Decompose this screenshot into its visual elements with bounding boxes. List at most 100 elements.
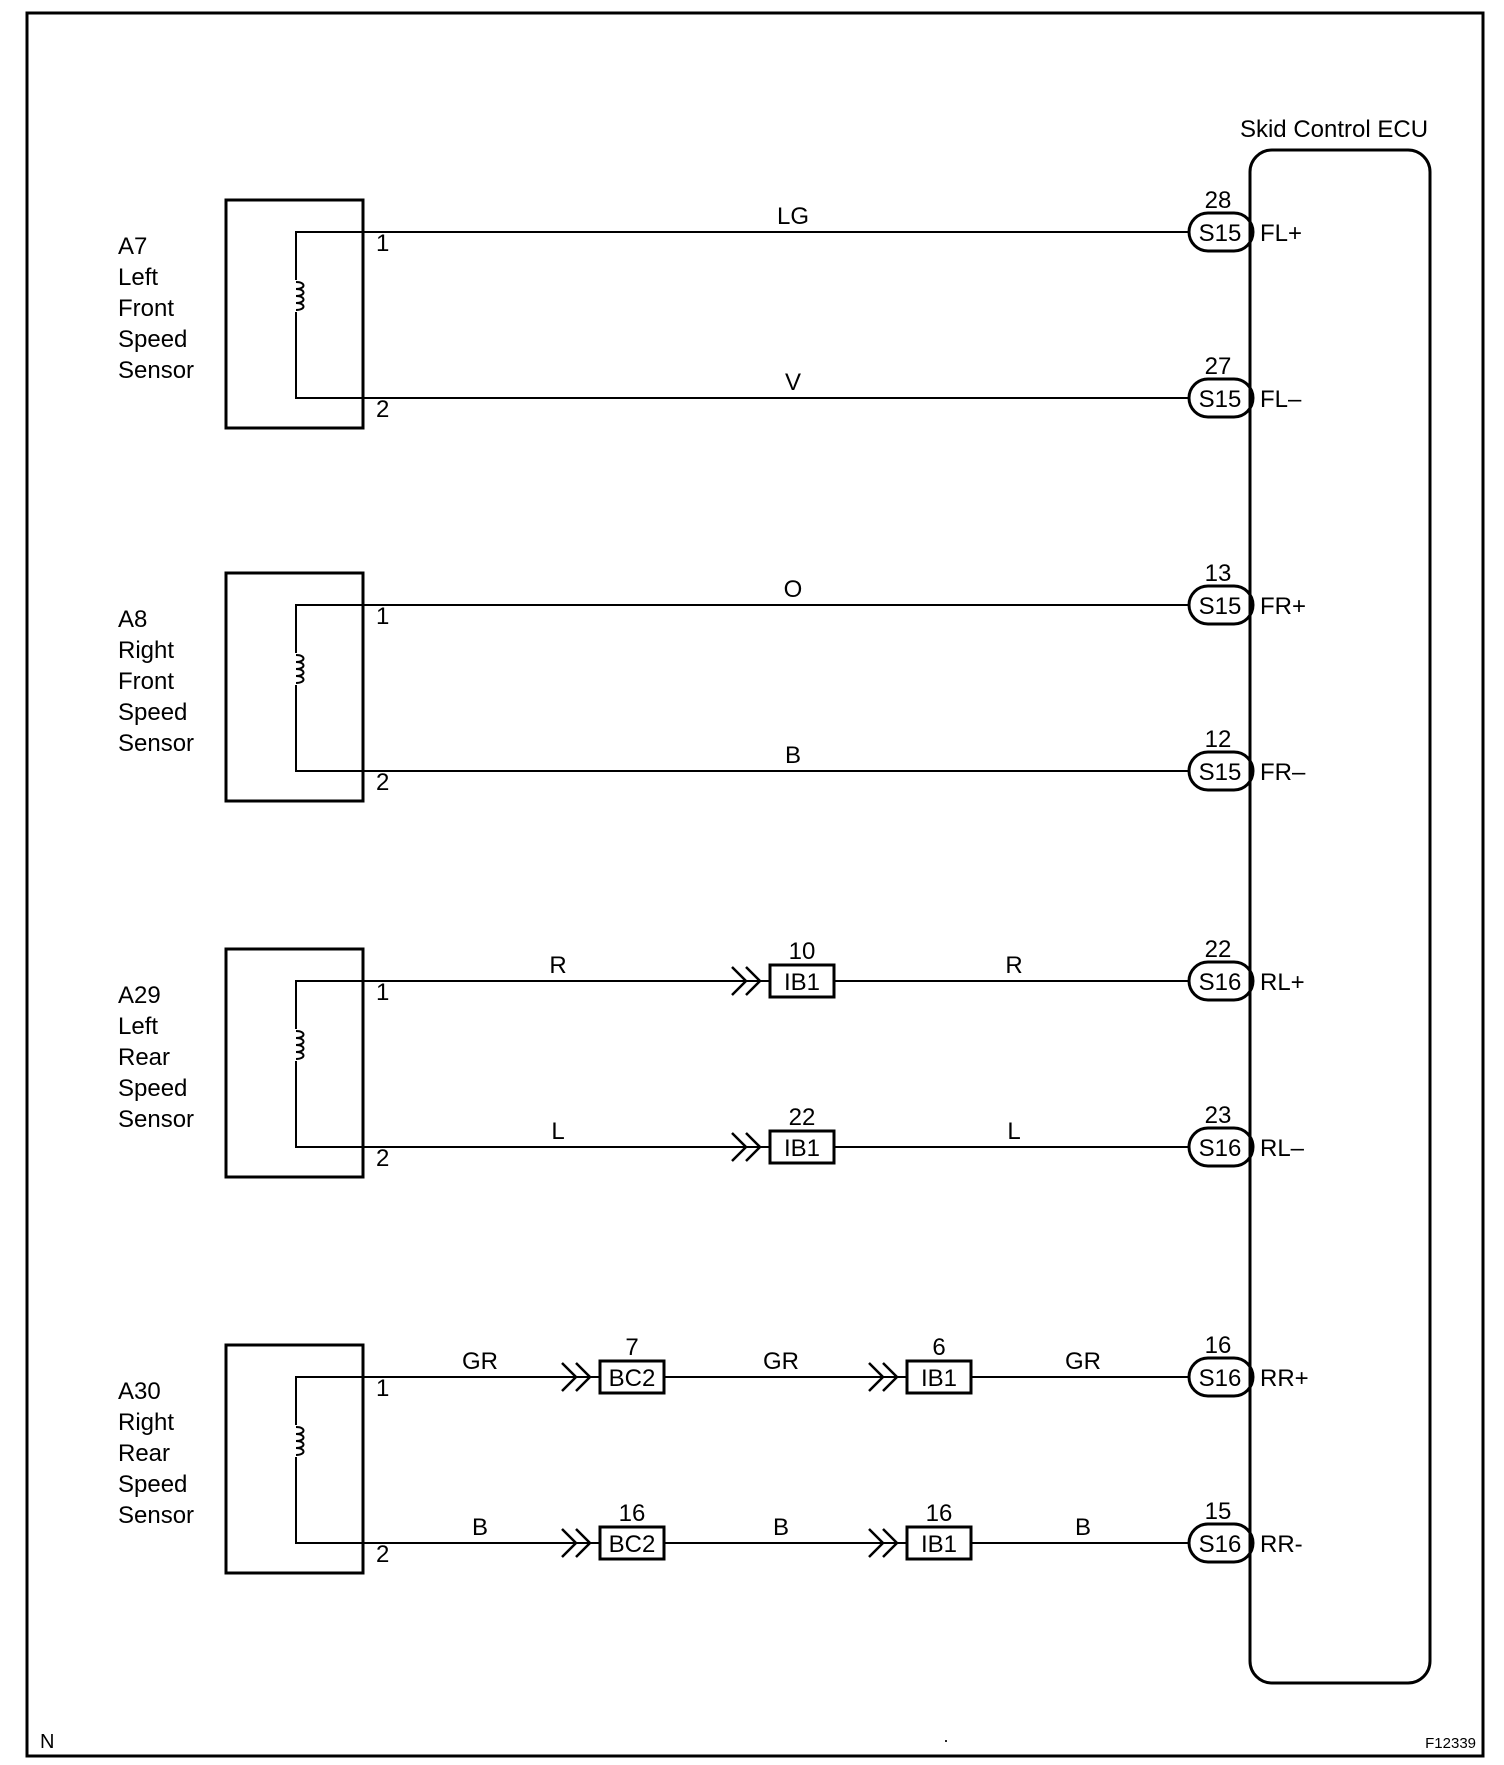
ecu-signal-label: FR+ — [1260, 593, 1306, 620]
connector-chevron-icon — [868, 1528, 899, 1558]
ecu-signal-label: RL– — [1260, 1135, 1305, 1162]
sensor-label-line: Rear — [118, 1044, 170, 1071]
connector-chevron-icon — [561, 1362, 592, 1392]
sensor-label-line: Front — [118, 295, 174, 322]
connector-pill — [1187, 584, 1255, 626]
wire-color-code: GR — [763, 1348, 799, 1375]
ecu-signal-label: RR+ — [1260, 1365, 1309, 1392]
junction-box — [598, 1525, 666, 1561]
ecu-pin-number: 28 — [1205, 187, 1232, 214]
sensor-internal-wire — [295, 980, 363, 1148]
sensor-label-line: A8 — [118, 606, 147, 633]
ecu-pin-number: 12 — [1205, 726, 1232, 753]
sensor-pin-1: 1 — [376, 603, 389, 630]
sensor-pin-2: 2 — [376, 396, 389, 423]
coil-icon — [295, 654, 305, 684]
connector-chevron-icon — [731, 966, 762, 996]
connector-pill — [1187, 750, 1255, 792]
sensor-box — [224, 571, 365, 803]
connector-pill — [1187, 1126, 1255, 1168]
junction-name: BC2 — [609, 1365, 656, 1392]
sensor-box — [224, 198, 365, 430]
connector-chevron-icon — [561, 1528, 592, 1558]
wire-color-code: LG — [777, 203, 809, 230]
sensor-pin-2: 2 — [376, 769, 389, 796]
junction-name: IB1 — [784, 969, 820, 996]
junction-name: IB1 — [921, 1531, 957, 1558]
footer-center-mark: . — [943, 1726, 948, 1746]
wire-color-code: L — [551, 1118, 564, 1145]
sensor-internal-wire — [295, 1376, 363, 1544]
sensor-internal-wire — [295, 604, 363, 772]
ecu-signal-label: FL– — [1260, 386, 1302, 413]
junction-box — [768, 1129, 836, 1165]
ecu-signal-label: FL+ — [1260, 220, 1302, 247]
connector-pill — [1187, 1356, 1255, 1398]
connector-chevron-icon — [731, 1132, 762, 1162]
wire-color-code: R — [549, 952, 566, 979]
wire-color-code: O — [784, 576, 803, 603]
sensor-label-line: Sensor — [118, 730, 194, 757]
outer-frame — [25, 11, 1485, 1758]
wire-color-code: B — [1075, 1514, 1091, 1541]
wire-color-code: B — [785, 742, 801, 769]
connector-pill — [1187, 1522, 1255, 1564]
ecu-signal-label: FR– — [1260, 759, 1306, 786]
wire-color-code: L — [1007, 1118, 1020, 1145]
sensor-label-line: A30 — [118, 1378, 161, 1405]
junction-pin: 22 — [789, 1104, 816, 1131]
coil-icon — [295, 281, 305, 311]
connector-pill — [1187, 960, 1255, 1002]
wire-color-code: B — [472, 1514, 488, 1541]
sensor-pin-2: 2 — [376, 1145, 389, 1172]
wire-color-code: GR — [462, 1348, 498, 1375]
junction-pin: 7 — [625, 1334, 638, 1361]
ecu-signal-label: RL+ — [1260, 969, 1305, 996]
junction-pin: 6 — [932, 1334, 945, 1361]
sensor-label-line: Left — [118, 1013, 158, 1040]
junction-box — [598, 1359, 666, 1395]
coil-icon — [295, 1030, 305, 1060]
junction-pin: 10 — [789, 938, 816, 965]
ecu-box — [1248, 148, 1432, 1685]
figure-id: F12339 — [1425, 1735, 1476, 1752]
sensor-label-line: Sensor — [118, 357, 194, 384]
ecu-connector-name: S16 — [1199, 1135, 1242, 1162]
junction-pin: 16 — [926, 1500, 953, 1527]
ecu-connector-name: S16 — [1199, 969, 1242, 996]
wire-color-code: V — [785, 369, 801, 396]
junction-pin: 16 — [619, 1500, 646, 1527]
junction-box — [905, 1525, 973, 1561]
sensor-box — [224, 947, 365, 1179]
ecu-connector-name: S15 — [1199, 759, 1242, 786]
ecu-connector-name: S15 — [1199, 593, 1242, 620]
ecu-pin-number: 15 — [1205, 1498, 1232, 1525]
sensor-label-line: Speed — [118, 699, 187, 726]
sensor-pin-1: 1 — [376, 230, 389, 257]
sensor-label-line: Right — [118, 637, 174, 664]
junction-name: IB1 — [784, 1135, 820, 1162]
ecu-connector-name: S15 — [1199, 386, 1242, 413]
ecu-connector-name: S16 — [1199, 1365, 1242, 1392]
ecu-pin-number: 22 — [1205, 936, 1232, 963]
